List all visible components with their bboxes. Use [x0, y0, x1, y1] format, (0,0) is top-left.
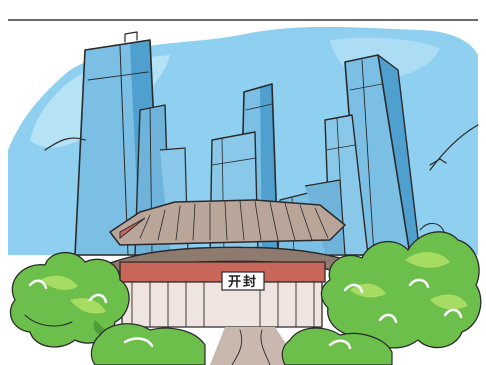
temple-plaque-text: 开封 [228, 274, 258, 290]
trees-lower-center-right [281, 327, 393, 365]
sketch-scribbles [44, 124, 479, 171]
trees-lower-center-left [90, 323, 206, 365]
stone-path [210, 327, 300, 365]
temple-building [104, 199, 346, 328]
trees-right [320, 222, 482, 349]
temple-name-plaque: 开封 [221, 271, 265, 291]
trees-left [9, 251, 130, 348]
